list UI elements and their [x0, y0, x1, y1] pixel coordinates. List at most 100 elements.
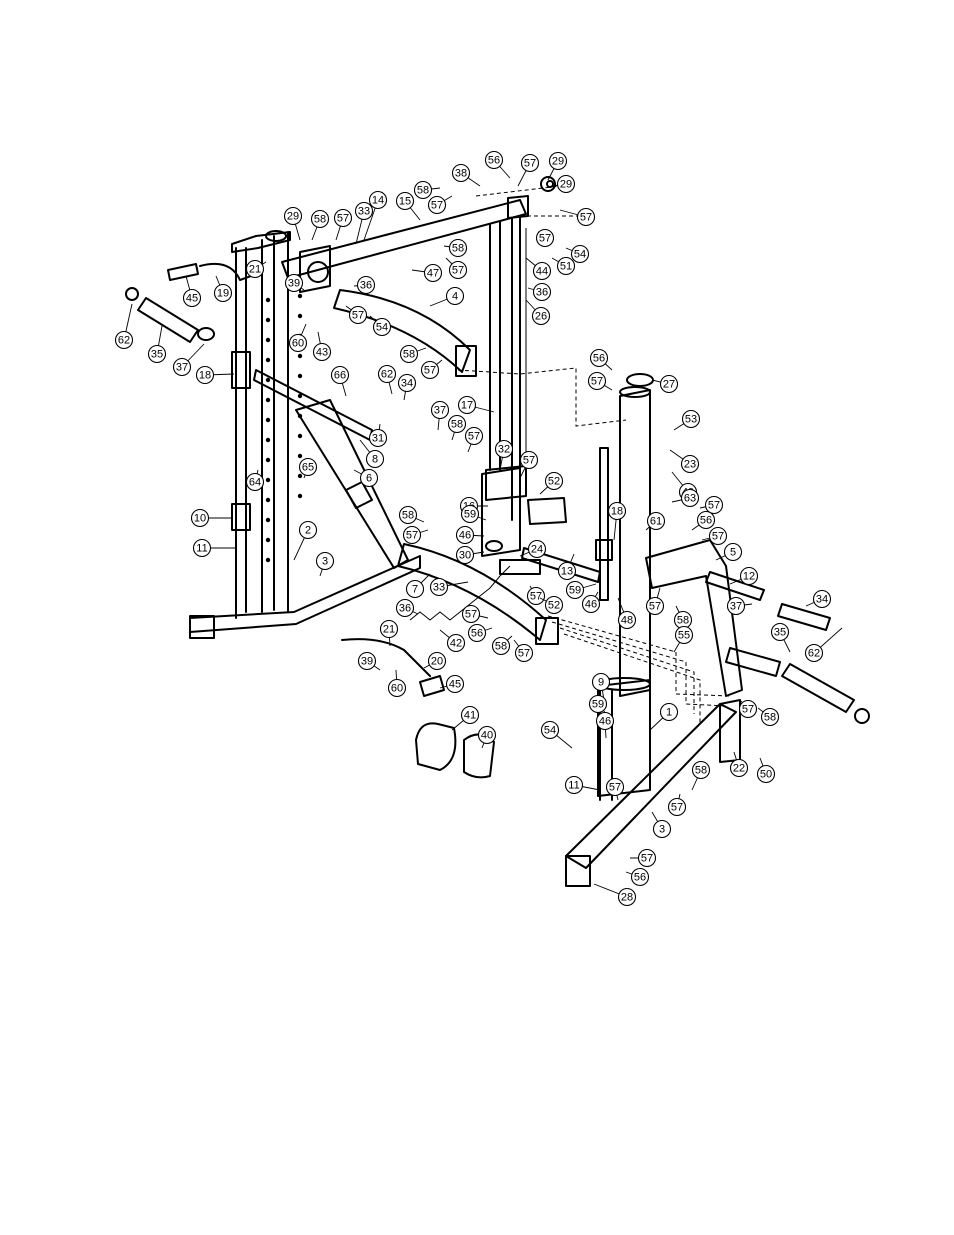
- callout-51: 51: [551, 256, 576, 276]
- callout-3a: 3: [315, 551, 335, 577]
- callout-label: 62: [381, 369, 393, 381]
- callout-1: 1: [649, 702, 679, 731]
- callout-label: 45: [449, 679, 461, 691]
- callout-label: 34: [401, 378, 413, 390]
- callout-label: 57: [580, 212, 592, 224]
- callout-circle: [377, 364, 397, 384]
- callout-39a: 39: [284, 273, 305, 293]
- callout-57j: 57: [464, 426, 484, 453]
- callout-circle: [447, 414, 467, 434]
- callout-label: 58: [451, 419, 463, 431]
- callout-37c: 37: [726, 596, 753, 616]
- callout-11b: 11: [564, 775, 601, 795]
- callout-circle: [330, 365, 350, 385]
- callout-label: 59: [592, 699, 604, 711]
- callout-18b: 18: [607, 501, 627, 541]
- callout-circle: [770, 622, 790, 642]
- callout-circle: [645, 596, 665, 616]
- callout-57e: 57: [445, 257, 468, 280]
- callout-circle: [556, 256, 576, 276]
- callout-circle: [368, 428, 388, 448]
- callout-circle: [804, 643, 824, 663]
- callout-62b: 62: [377, 364, 397, 395]
- callout-circle: [532, 282, 552, 302]
- callout-label: 60: [391, 683, 403, 695]
- callout-label: 28: [621, 892, 633, 904]
- callout-label: 57: [352, 310, 364, 322]
- callout-circle: [548, 151, 568, 171]
- callout-circle: [423, 263, 443, 283]
- callout-label: 46: [585, 599, 597, 611]
- callout-circle: [527, 539, 547, 559]
- callout-label: 35: [151, 349, 163, 361]
- callout-36a: 36: [527, 282, 552, 302]
- callout-label: 21: [249, 264, 261, 276]
- callout-circle: [630, 867, 650, 887]
- callout-circle: [637, 848, 657, 868]
- callout-circle: [213, 283, 233, 303]
- callout-circle: [448, 238, 468, 258]
- callout-circle: [467, 623, 487, 643]
- callout-circle: [427, 651, 447, 671]
- callout-35a: 35: [147, 325, 167, 364]
- callout-circle: [460, 705, 480, 725]
- callout-circle: [617, 887, 637, 907]
- callout-36c: 36: [395, 598, 419, 618]
- callout-3b: 3: [651, 811, 672, 839]
- callout-circle: [581, 594, 601, 614]
- callout-label: 57: [406, 530, 418, 542]
- callout-29c: 29: [283, 206, 303, 241]
- callout-circle: [680, 454, 700, 474]
- callout-36b: 36: [353, 275, 376, 295]
- callout-circle: [245, 472, 265, 492]
- callout-57c: 57: [559, 207, 596, 227]
- callout-circle: [696, 510, 716, 530]
- callout-circle: [477, 725, 497, 745]
- callout-circle: [455, 545, 475, 565]
- machine-line-art: [125, 176, 870, 887]
- callout-label: 4: [452, 291, 458, 303]
- callout-label: 56: [700, 515, 712, 527]
- callout-label: 66: [334, 370, 346, 382]
- callout-circle: [531, 306, 551, 326]
- callout-61: 61: [645, 511, 666, 531]
- callout-label: 15: [399, 196, 411, 208]
- callout-circle: [315, 551, 335, 571]
- callout-label: 56: [471, 628, 483, 640]
- callout-label: 56: [634, 872, 646, 884]
- callout-15: 15: [395, 191, 421, 221]
- callout-circle: [576, 207, 596, 227]
- callout-circle: [756, 764, 776, 784]
- callout-64: 64: [245, 469, 265, 492]
- callout-label: 32: [498, 444, 510, 456]
- callout-label: 39: [361, 656, 373, 668]
- callout-59b: 59: [565, 580, 597, 600]
- callout-label: 6: [366, 473, 372, 485]
- callout-22: 22: [729, 751, 749, 778]
- callout-41: 41: [451, 705, 480, 731]
- callout-label: 36: [399, 603, 411, 615]
- callout-circle: [368, 190, 388, 210]
- callout-circle: [429, 577, 449, 597]
- callout-circle: [365, 449, 385, 469]
- callout-label: 57: [609, 782, 621, 794]
- callout-label: 29: [287, 211, 299, 223]
- callout-55: 55: [673, 625, 694, 653]
- callout-44: 44: [525, 257, 552, 281]
- callout-circle: [667, 797, 687, 817]
- callout-label: 45: [186, 293, 198, 305]
- callout-58a: 58: [413, 180, 441, 200]
- callout-37a: 37: [172, 343, 205, 377]
- callout-label: 62: [118, 335, 130, 347]
- callout-66: 66: [330, 365, 350, 397]
- callout-circle: [312, 342, 332, 362]
- callout-circle: [284, 273, 304, 293]
- callout-label: 50: [760, 769, 772, 781]
- callout-60a: 60: [288, 323, 308, 353]
- callout-circle: [646, 511, 666, 531]
- callout-circle: [333, 208, 353, 228]
- callout-label: 52: [548, 476, 560, 488]
- callout-7: 7: [405, 573, 431, 599]
- diagonal-support: [253, 369, 409, 569]
- callout-circle: [283, 206, 303, 226]
